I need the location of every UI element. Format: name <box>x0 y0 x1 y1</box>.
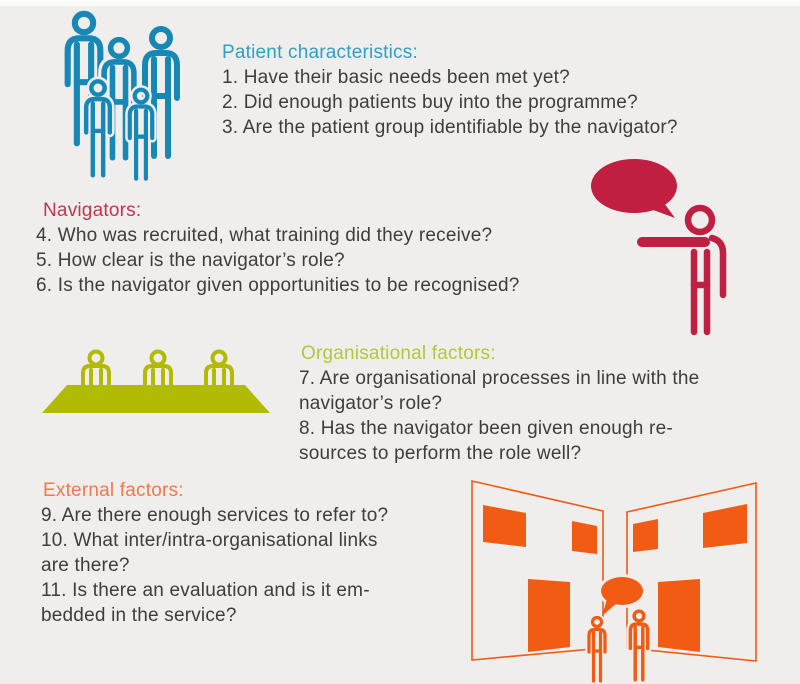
seated-person <box>204 349 234 389</box>
section-patient-characteristics: Patient characteristics: 1. Have their b… <box>222 40 678 140</box>
speech-bubble-icon <box>598 574 646 616</box>
question-line: 1. Have their basic needs been met yet? <box>222 67 570 88</box>
question-line: are there? <box>41 555 130 576</box>
question-line: 4. Who was recruited, what training did … <box>36 225 493 246</box>
doors-and-windows <box>483 504 747 652</box>
navigator-figure <box>637 204 727 336</box>
question-line: 11. Is there an evaluation and is it em- <box>41 580 370 601</box>
question-line: sources to perform the role well? <box>299 443 582 464</box>
question-line: 8. Has the navigator been given enough r… <box>299 418 673 439</box>
question-line: 10. What inter/intra-organisational link… <box>41 530 378 551</box>
question-line: 9. Are there enough services to refer to… <box>41 505 389 526</box>
section-heading: Organisational factors: <box>301 343 496 364</box>
meeting-table-icon <box>42 349 270 413</box>
question-line: 6. Is the navigator given opportunities … <box>36 275 520 296</box>
question-line: 3. Are the patient group identifiable by… <box>222 117 678 138</box>
top-margin-strip <box>0 0 800 6</box>
section-heading: Navigators: <box>43 200 142 221</box>
question-line: 7. Are organisational processes in line … <box>299 368 700 389</box>
question-line: bedded in the service? <box>41 605 237 626</box>
section-navigators: Navigators: 4. Who was recruited, what t… <box>36 198 520 298</box>
navigator-speaking-icon <box>591 159 727 336</box>
section-heading: External factors: <box>43 480 184 501</box>
people-group-icon <box>48 4 213 184</box>
question-line: 2. Did enough patients buy into the prog… <box>222 92 638 113</box>
seated-person <box>81 349 111 389</box>
table-shape <box>42 385 270 413</box>
seated-person <box>143 349 173 389</box>
services-walls-icon <box>471 479 757 684</box>
speech-bubble-icon <box>591 159 677 218</box>
section-organisational-factors: Organisational factors: 7. Are organisat… <box>299 341 699 466</box>
question-line: 5. How clear is the navigator’s role? <box>36 250 345 271</box>
section-external-factors: External factors: 9. Are there enough se… <box>41 478 388 628</box>
section-heading: Patient characteristics: <box>222 42 418 63</box>
question-line: navigator’s role? <box>299 393 443 414</box>
wall-outlines <box>471 479 757 662</box>
